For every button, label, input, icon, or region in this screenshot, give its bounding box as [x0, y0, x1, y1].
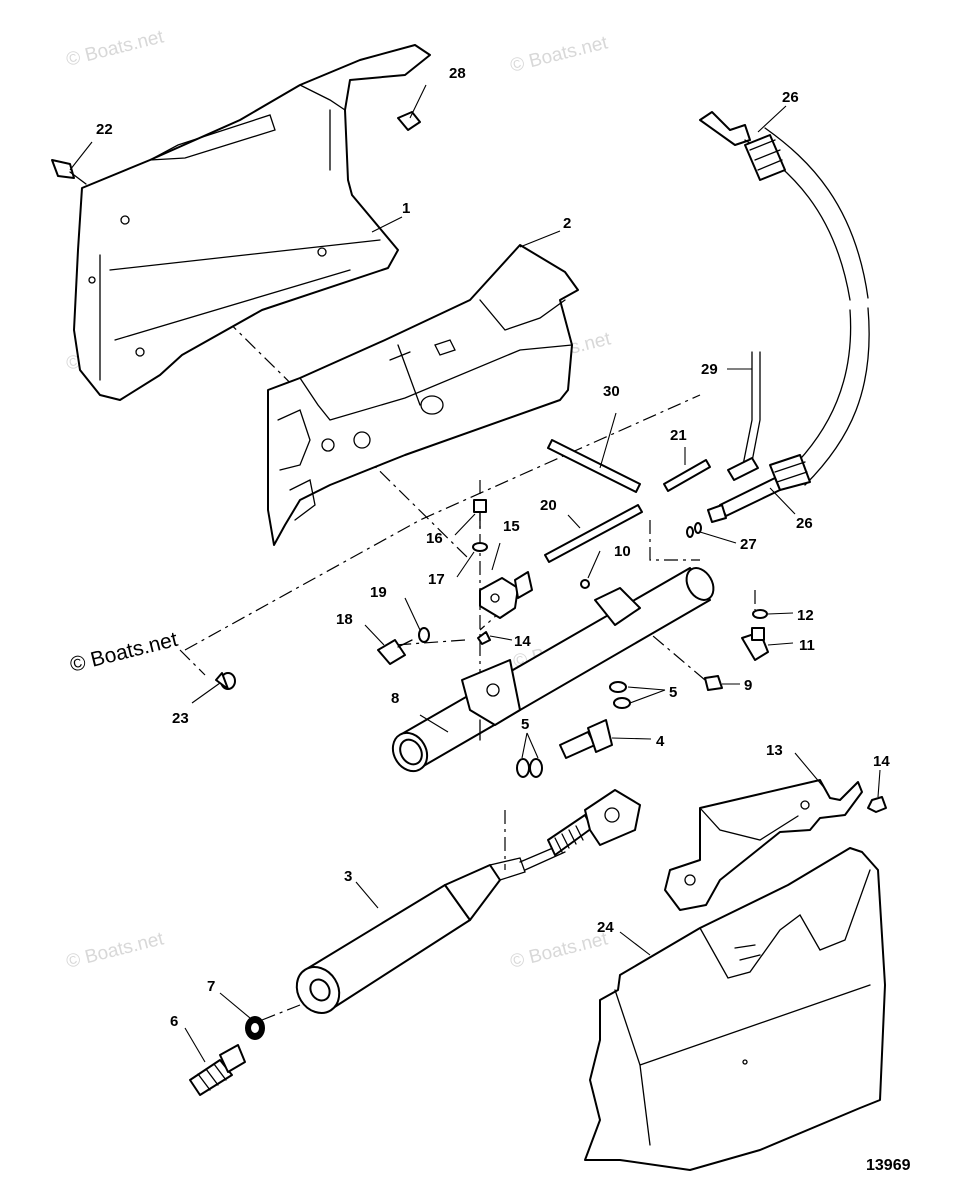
actuator-part-3 — [295, 789, 641, 1014]
screw-part-19 — [377, 639, 413, 665]
watermark-main: © Boats.net — [68, 628, 180, 677]
callout-20: 19 — [370, 584, 387, 601]
watermark-faint: © Boats.net — [508, 928, 610, 973]
figure-number: 13969 — [866, 1157, 911, 1174]
callout-9: 9 — [744, 677, 752, 694]
callout-6: 6 — [170, 1013, 178, 1030]
callout-11: 11 — [799, 637, 815, 654]
callout-18: 17 — [428, 571, 445, 588]
plug-part-24 — [215, 672, 236, 690]
cover-part-25 — [584, 847, 886, 1171]
o-rings-part-5 — [516, 681, 631, 778]
callout-15: 15 — [503, 518, 520, 535]
callout-24: 23 — [172, 710, 189, 727]
screw-part-17 — [473, 499, 487, 529]
callout-17: 16 — [426, 530, 443, 547]
o-rings-part-27 — [686, 522, 702, 538]
hose-part-26 — [699, 111, 870, 523]
callout-13: 13 — [766, 742, 783, 759]
screw-part-23 — [51, 159, 87, 185]
cylinder-tube-part-8 — [391, 567, 715, 773]
housing-part-2 — [267, 244, 579, 546]
tube-part-29 — [727, 351, 761, 481]
clip-part-28 — [397, 111, 421, 131]
callout-5-left: 5 — [521, 716, 529, 733]
callout-2: 2 — [563, 215, 571, 232]
nut-part-14 — [867, 796, 887, 813]
callout-26-top: 26 — [782, 89, 799, 106]
part-16 — [477, 631, 491, 645]
screw-part-9 — [704, 675, 723, 691]
callout-30: 30 — [603, 383, 620, 400]
pin-part-22 — [663, 459, 711, 492]
callout-4: 4 — [656, 733, 665, 750]
callout-10: 10 — [614, 543, 631, 560]
callout-28: 28 — [449, 65, 466, 82]
switch-part-15 — [479, 571, 533, 619]
nut-part-10 — [580, 579, 590, 589]
callout-12: 12 — [797, 607, 814, 624]
callout-26-bottom: 26 — [796, 515, 813, 532]
callout-1: 1 — [402, 200, 410, 217]
rod-part-30 — [547, 439, 641, 493]
bracket-part-1 — [73, 44, 431, 401]
callout-16: 14 — [514, 633, 531, 650]
callout-23: 22 — [96, 121, 113, 138]
callout-21: 20 — [540, 497, 557, 514]
callout-29: 29 — [701, 361, 718, 378]
watermark-faint: © Boats.net — [508, 32, 610, 77]
watermark-faint: © Boats.net — [64, 928, 166, 973]
elbow-fitting-part-11 — [741, 627, 769, 661]
o-ring-part-12 — [752, 609, 768, 619]
fitting-part-6 — [189, 1044, 246, 1096]
callout-19: 18 — [336, 611, 353, 628]
callout-22: 21 — [670, 427, 687, 444]
fitting-part-4 — [559, 719, 613, 759]
callout-5-right: 5 — [669, 684, 677, 701]
washer-part-18 — [472, 542, 488, 552]
callout-8: 8 — [391, 690, 399, 707]
callout-3: 3 — [344, 868, 352, 885]
plate-part-13 — [664, 779, 863, 911]
washer-part-20 — [418, 627, 430, 643]
callout-25: 24 — [597, 919, 614, 936]
washer-part-7 — [245, 1016, 265, 1040]
callout-7: 7 — [207, 978, 215, 995]
callout-14: 14 — [873, 753, 890, 770]
callout-27: 27 — [740, 536, 757, 553]
rod-part-21 — [544, 504, 643, 563]
leader-lines — [69, 84, 881, 1063]
watermark-faint: © Boats.net — [64, 26, 166, 71]
callout-labels: 22 28 26 1 2 29 30 21 26 20 27 16 15 17 … — [96, 65, 890, 1030]
